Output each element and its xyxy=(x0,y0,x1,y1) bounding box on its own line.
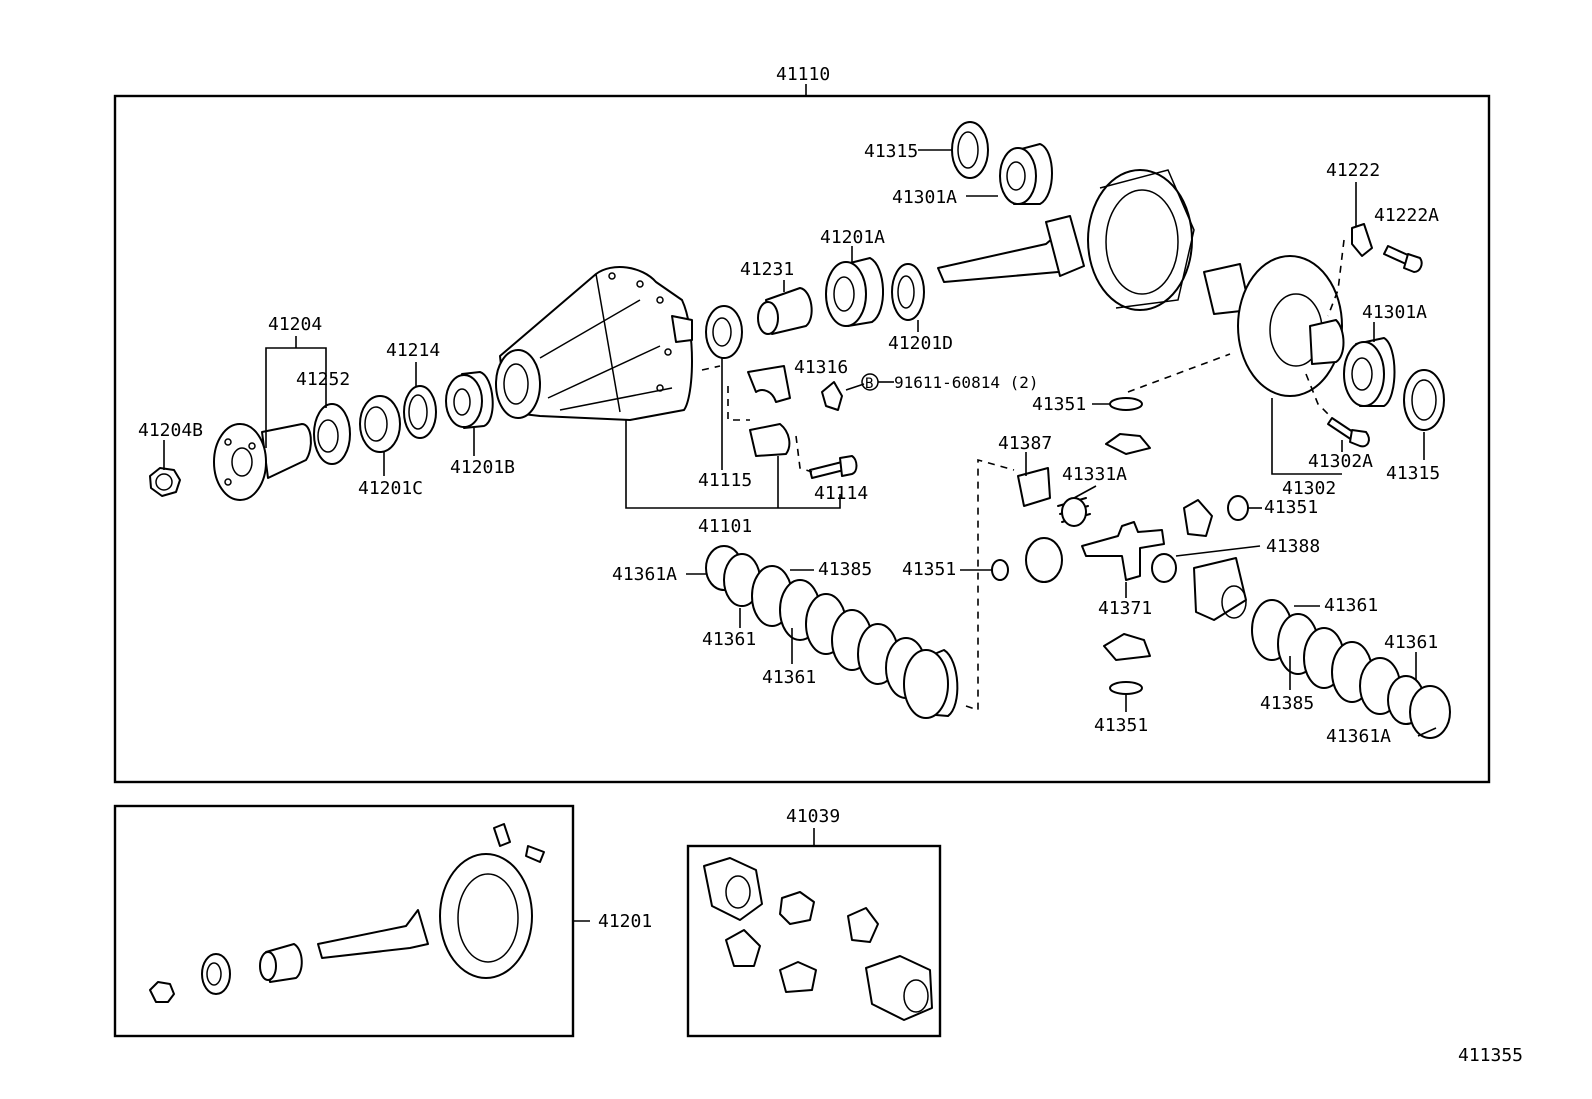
oil-seal-part xyxy=(359,395,401,453)
thrust-washer-left-part xyxy=(991,559,1009,581)
label-41387: 41387 xyxy=(998,433,1052,454)
ring-gear-bolt-part xyxy=(1327,417,1370,448)
bearing-cap-part xyxy=(747,365,791,457)
kit-41039-parts xyxy=(703,857,933,1021)
label-41039: 41039 xyxy=(786,806,840,827)
label-41201: 41201 xyxy=(598,911,652,932)
collapsible-spacer-part xyxy=(757,287,813,335)
label-41361-right2: 41361 xyxy=(1384,632,1438,653)
lock-plate-bolt-part xyxy=(1383,245,1423,273)
rear-pinion-bearing-part xyxy=(825,257,884,327)
label-41222A: 41222A xyxy=(1374,205,1439,226)
oil-slinger-part xyxy=(403,385,437,439)
label-41361-left2: 41361 xyxy=(762,667,816,688)
label-figure-id: 411355 xyxy=(1458,1045,1523,1066)
carrier-housing-part xyxy=(495,266,693,421)
label-41201A: 41201A xyxy=(820,227,885,248)
pinion-gear-top-part xyxy=(1105,433,1151,455)
label-41302: 41302 xyxy=(1282,478,1336,499)
label-bolt-ref-marker: B xyxy=(865,376,873,392)
label-41351-a: 41351 xyxy=(1032,394,1086,415)
bearing-cap-bolt-part xyxy=(809,455,858,479)
flange-nut-part xyxy=(149,467,181,497)
clutch-pack-left-part xyxy=(705,545,959,719)
label-41361A-right: 41361A xyxy=(1326,726,1391,747)
label-41315-right: 41315 xyxy=(1386,463,1440,484)
label-41301A-top: 41301A xyxy=(892,187,957,208)
label-41201B: 41201B xyxy=(450,457,515,478)
label-41361-left1: 41361 xyxy=(702,629,756,650)
pinion-shim-part xyxy=(891,263,925,321)
label-41302A: 41302A xyxy=(1308,451,1373,472)
label-41201C: 41201C xyxy=(358,478,423,499)
label-41214: 41214 xyxy=(386,340,440,361)
lock-plate-part xyxy=(1351,223,1373,257)
dust-deflector-part xyxy=(313,403,351,465)
differential-block-part xyxy=(1151,553,1177,583)
label-41361A-left: 41361A xyxy=(612,564,677,585)
compression-spring-part xyxy=(1057,497,1091,527)
label-41231: 41231 xyxy=(740,259,794,280)
label-41361-right1: 41361 xyxy=(1324,595,1378,616)
label-41204B: 41204B xyxy=(138,420,203,441)
label-41301A-right: 41301A xyxy=(1362,302,1427,323)
companion-flange-part xyxy=(213,423,312,501)
leader-lines xyxy=(163,149,1437,737)
adjusting-nut-lock-part xyxy=(821,381,843,411)
ring-gear-pinion-part xyxy=(937,169,1195,311)
label-41351-d: 41351 xyxy=(1094,715,1148,736)
pinion-gear-right-part xyxy=(1183,499,1213,537)
label-41385-right: 41385 xyxy=(1260,693,1314,714)
label-41115: 41115 xyxy=(698,470,752,491)
differential-case-part xyxy=(1203,255,1345,397)
label-41385-left: 41385 xyxy=(818,559,872,580)
label-41315-top: 41315 xyxy=(864,141,918,162)
label-41351-c: 41351 xyxy=(902,559,956,580)
thrust-washer-right-part xyxy=(1227,495,1249,521)
side-gear-left-part xyxy=(1025,537,1063,583)
label-41201D: 41201D xyxy=(888,333,953,354)
label-41371: 41371 xyxy=(1098,598,1152,619)
thrust-washer-bottom-part xyxy=(1109,681,1143,695)
label-41316: 41316 xyxy=(794,357,848,378)
side-bearing-top-part xyxy=(999,143,1053,205)
assembly-frame xyxy=(113,94,1491,784)
side-gear-right-part xyxy=(1193,557,1247,621)
front-bearing-part xyxy=(445,371,494,429)
side-bearing-right-part xyxy=(1343,337,1396,407)
label-41351-b: 41351 xyxy=(1264,497,1318,518)
bearing-adjusting-nut-part xyxy=(705,305,743,359)
label-41331A: 41331A xyxy=(1062,464,1127,485)
label-41204: 41204 xyxy=(268,314,322,335)
side-bearing-adjusting-nut-right-part xyxy=(1403,369,1445,431)
differential-spider-part xyxy=(1081,521,1165,581)
pinion-gear-bottom-part xyxy=(1103,633,1151,661)
label-41101: 41101 xyxy=(698,516,752,537)
label-bolt-ref: 91611-60814 (2) xyxy=(894,373,1039,392)
label-41252: 41252 xyxy=(296,369,350,390)
kit-41201-parts xyxy=(149,823,545,1003)
spring-retainer-part xyxy=(1017,467,1051,507)
label-41114: 41114 xyxy=(814,483,868,504)
thrust-washer-top-part xyxy=(1109,397,1143,411)
side-bearing-adjusting-nut-top-part xyxy=(951,121,989,179)
clutch-pack-right-part xyxy=(1251,599,1451,739)
label-41110: 41110 xyxy=(776,64,830,85)
label-41388: 41388 xyxy=(1266,536,1320,557)
label-41222: 41222 xyxy=(1326,160,1380,181)
